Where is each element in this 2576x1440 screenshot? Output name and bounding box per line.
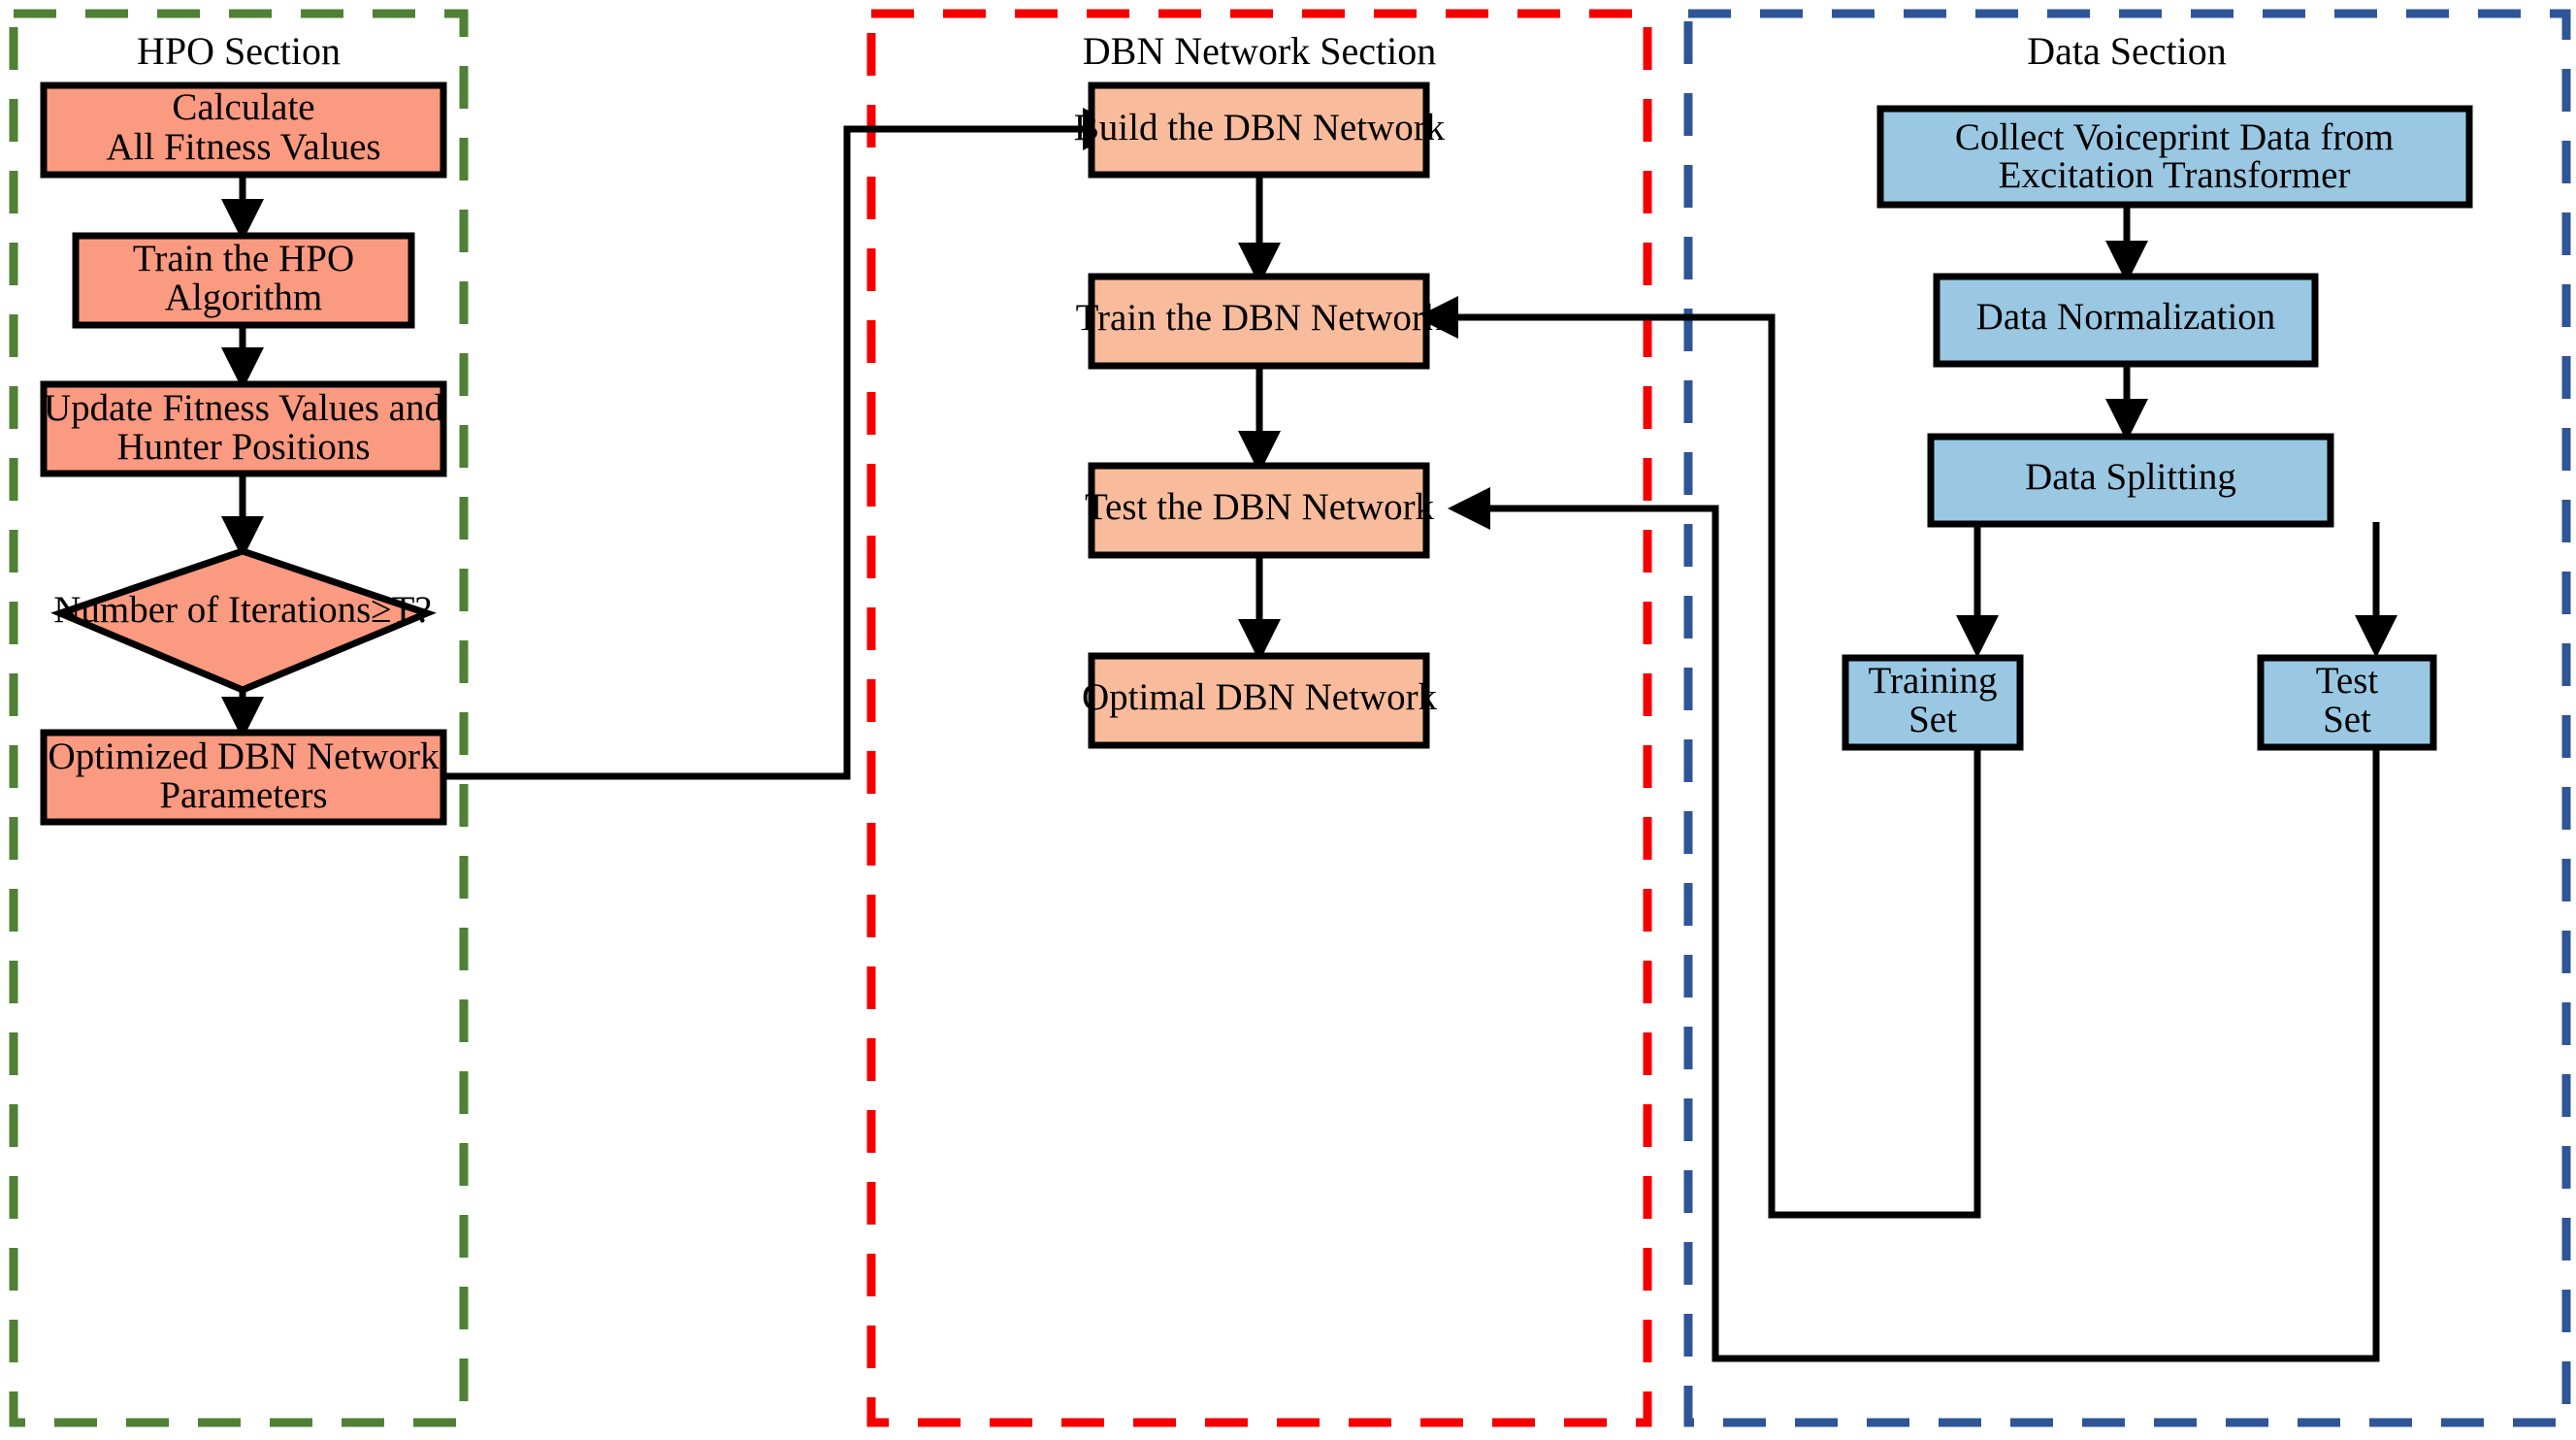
node-label-line: Set (1908, 699, 1957, 740)
node-label-line: Number of Iterations≥T? (53, 589, 432, 631)
node-label-line: Train the DBN Network (1076, 297, 1444, 339)
node-label-line: Optimized DBN Network (49, 736, 440, 777)
connector-update-to-decision (221, 474, 264, 559)
node-train-hpo[interactable]: Train the HPO Algorithm (72, 232, 415, 329)
node-optimized-params[interactable]: Optimized DBN Network Parameters (40, 729, 447, 826)
node-test-set[interactable]: Test Set (2257, 654, 2437, 751)
connector-train-dbn-to-test-dbn (1238, 365, 1281, 474)
section-title-dbn: DBN Network Section (1083, 29, 1436, 73)
connector-split-to-test (2355, 522, 2397, 658)
node-label-line: Calculate (172, 86, 314, 128)
node-update-fitness[interactable]: Update Fitness Values and Hunter Positio… (40, 380, 447, 477)
connector-test-dbn-to-optimal (1238, 553, 1281, 662)
node-test-dbn[interactable]: Test the DBN Network (1085, 462, 1435, 559)
node-optimal-dbn[interactable]: Optimal DBN Network (1082, 652, 1438, 749)
section-title-hpo: HPO Section (137, 29, 341, 73)
section-box-hpo (9, 9, 469, 1427)
section-title-data: Data Section (2027, 29, 2227, 73)
connector-test-set-to-test-dbn (1448, 487, 2380, 1362)
connector-train-hpo-to-update (221, 324, 264, 390)
node-label-line: Algorithm (165, 277, 323, 318)
connector-calc-to-train-hpo (221, 174, 264, 242)
section-box-dbn (866, 9, 1652, 1427)
node-label-line: Set (2323, 699, 2371, 740)
node-label-line: Data Normalization (1976, 296, 2276, 338)
node-training-set[interactable]: Training Set (1842, 654, 2024, 751)
node-label-line: Optimal DBN Network (1082, 676, 1438, 718)
node-iterations-check[interactable]: Number of Iterations≥T? (50, 547, 437, 694)
node-label-line: All Fitness Values (106, 126, 380, 168)
node-calculate-fitness[interactable]: Calculate All Fitness Values (40, 82, 447, 179)
node-label-line: Update Fitness Values and (44, 387, 443, 429)
node-label-line: Build the DBN Network (1074, 107, 1446, 148)
connector-optimized-to-build (441, 108, 1125, 780)
node-label-line: Training (1869, 660, 1998, 702)
node-train-dbn[interactable]: Train the DBN Network (1076, 273, 1444, 370)
node-collect-voiceprint[interactable]: Collect Voiceprint Data from Excitation … (1876, 105, 2473, 209)
node-data-splitting[interactable]: Data Splitting (1927, 433, 2334, 528)
connector-normalize-to-split (2105, 360, 2148, 442)
connector-collect-to-normalize (2105, 205, 2148, 283)
node-label-line: Test (2316, 660, 2379, 702)
node-label-line: Excitation Transformer (1999, 154, 2351, 196)
connector-split-to-training (1956, 522, 1999, 658)
node-label-line: Collect Voiceprint Data from (1955, 116, 2394, 158)
node-build-dbn[interactable]: Build the DBN Network (1074, 82, 1446, 179)
connector-training-to-train-dbn (1416, 296, 1981, 1219)
node-label-line: Test the DBN Network (1085, 486, 1435, 528)
node-label-line: Data Splitting (2025, 456, 2236, 498)
node-data-normalization[interactable]: Data Normalization (1933, 273, 2319, 368)
connector-build-to-train-dbn (1238, 174, 1281, 285)
node-label-line: Parameters (159, 774, 327, 816)
node-label-line: Train the HPO (133, 238, 354, 279)
section-box-data (1683, 9, 2571, 1427)
node-label-line: Hunter Positions (116, 426, 370, 468)
